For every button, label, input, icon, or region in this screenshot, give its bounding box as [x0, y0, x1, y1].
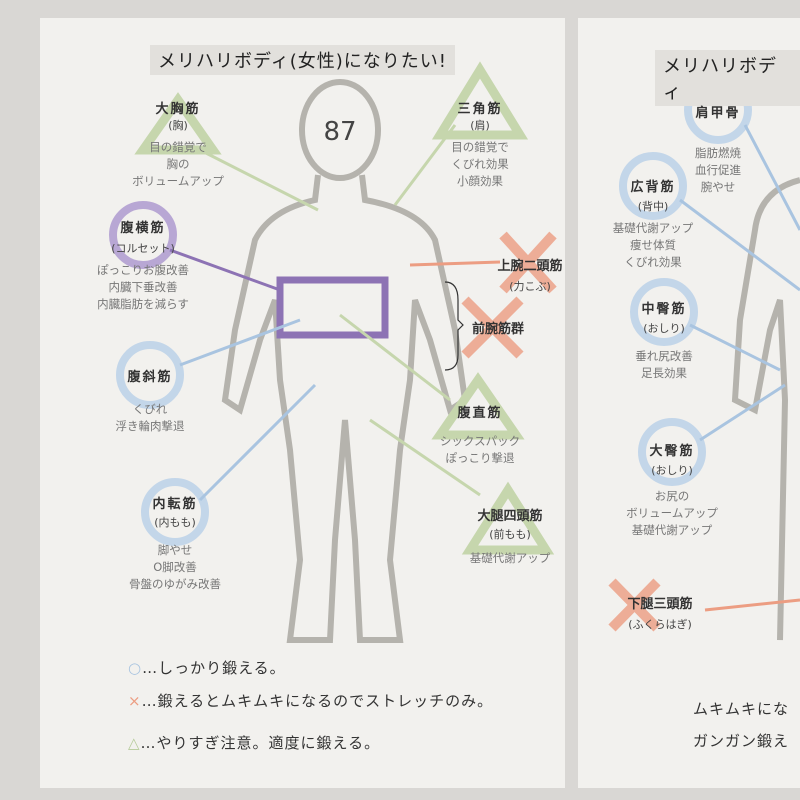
desc: くびれ: [132, 402, 168, 416]
muscle-name: 腹斜筋: [127, 370, 173, 385]
legend-circle: ○…しっかり鍛える。: [128, 657, 286, 678]
muscle-sub: (力こぶ): [509, 280, 551, 293]
body-figure: [221, 79, 469, 643]
desc: 脚やせ: [157, 543, 193, 557]
muscle-name: 腹横筋: [120, 221, 166, 236]
muscle-name: 上腕二頭筋: [497, 259, 563, 274]
triangle-icon: [134, 92, 222, 155]
muscle-sub: (胸): [168, 119, 188, 132]
muscle-sub: (背中): [637, 200, 669, 213]
cross-icon: [461, 231, 661, 632]
label-oblique: 腹斜筋 くびれ浮き輪肉撃退: [90, 366, 210, 435]
muscle-name: 大腿四頭筋: [477, 509, 543, 524]
label-gluteus-medius: 中臀筋 (おしり) 垂れ尻改善足長効果: [614, 298, 714, 382]
desc: 浮き輪肉撃退: [115, 419, 185, 433]
desc: 基礎代謝アップ: [631, 523, 713, 537]
page-title: メリハリボディ(女性)になりたい!: [150, 45, 455, 75]
circle-icon: [619, 152, 687, 220]
muscle-name: 下腿三頭筋: [627, 597, 693, 612]
right-page-title: メリハリボディ: [655, 50, 800, 106]
muscle-sub: (肩): [470, 119, 490, 132]
bracket: [444, 281, 464, 371]
circle-icon: ○: [128, 659, 143, 677]
muscle-name: 大胸筋: [155, 102, 201, 117]
label-adductor: 内転筋 (内もも) 脚やせ O脚改善骨盤のゆがみ改善: [115, 493, 235, 593]
label-forearm: 前腕筋群: [458, 318, 538, 337]
desc: シックスパック: [439, 434, 521, 448]
circle-icon: [630, 278, 698, 346]
label-pectoralis: 大胸筋 (胸) 目の錯覚で胸のボリュームアップ: [118, 98, 238, 190]
desc: ぽっこり撃退: [445, 451, 515, 465]
desc: 小顔効果: [457, 174, 503, 188]
muscle-sub: (おしり): [651, 464, 693, 477]
triangle-icon: [431, 372, 525, 440]
desc: 骨盤のゆがみ改善: [129, 577, 221, 591]
muscle-name: 広背筋: [630, 180, 676, 195]
desc: ボリュームアップ: [132, 174, 224, 188]
muscle-sub: (コルセット): [111, 242, 175, 255]
circle-icon: [638, 418, 706, 486]
muscle-sub: (おしり): [643, 322, 685, 335]
desc: 基礎代謝アップ: [469, 551, 551, 565]
muscle-sub: (内もも): [154, 516, 196, 529]
label-transversus: 腹横筋 (コルセット) ぽっこりお腹改善内臓下垂改善内臓脂肪を減らす: [83, 217, 203, 313]
desc: 血行促進: [695, 163, 741, 177]
label-gluteus-maximus: 大臀筋 (おしり) お尻のボリュームアップ基礎代謝アップ: [612, 440, 732, 539]
desc: 垂れ尻改善: [635, 349, 693, 363]
desc: 目の錯覚で: [149, 140, 207, 154]
legend-cross: ×…鍛えるとムキムキになるのでストレッチのみ。: [128, 690, 493, 711]
legend-text: …やりすぎ注意。適度に鍛える。: [140, 734, 381, 752]
desc: くびれ効果: [624, 255, 682, 269]
muscle-sub: (前もも): [489, 528, 531, 541]
desc: 脂肪燃焼: [695, 146, 741, 160]
muscle-name: 前腕筋群: [471, 322, 524, 337]
desc: ぽっこりお腹改善: [97, 263, 189, 277]
desc: 内臓下垂改善: [108, 280, 178, 294]
label-quadriceps: 大腿四頭筋 (前もも) 基礎代謝アップ: [460, 505, 560, 567]
desc: 腕やせ: [700, 180, 736, 194]
muscle-name: 三角筋: [457, 102, 503, 117]
desc: 内臓脂肪を減らす: [97, 297, 189, 311]
legend-text: …鍛えるとムキムキになるのでストレッチのみ。: [141, 692, 494, 710]
legend-triangle: △…やりすぎ注意。適度に鍛える。: [128, 732, 380, 753]
label-deltoid: 三角筋 (肩) 目の錯覚でくびれ効果小顔効果: [420, 98, 540, 190]
triangle-icon: △: [128, 734, 141, 752]
desc: 足長効果: [641, 366, 687, 380]
label-triceps-surae: 下腿三頭筋 (ふくらはぎ): [605, 593, 715, 632]
muscle-name: 肩甲骨: [695, 106, 741, 121]
triangle-icon: [461, 481, 555, 555]
right-body-figure: [731, 177, 800, 641]
desc: お尻の: [654, 489, 690, 503]
desc: 胸の: [166, 157, 190, 171]
figure-number: 87: [323, 117, 356, 147]
arrows: [169, 124, 800, 612]
desc: 基礎代謝アップ: [612, 221, 694, 235]
label-scapula: 肩甲骨 脂肪燃焼血行促進腕やせ: [668, 102, 768, 196]
circle-icon: [116, 341, 184, 409]
muscle-sub: (ふくらはぎ): [628, 618, 692, 631]
muscle-name: 中臀筋: [641, 302, 687, 317]
label-biceps: 上腕二頭筋 (力こぶ): [480, 255, 580, 294]
cross-icon: ×: [128, 692, 142, 710]
right-footer-line: ガンガン鍛え: [693, 732, 790, 750]
triangle-icon: [431, 61, 529, 140]
legend-text: …しっかり鍛える。: [142, 659, 286, 677]
circle-icon: [141, 478, 209, 546]
label-latissimus: 広背筋 (背中) 基礎代謝アップ痩せ体質くびれ効果: [593, 176, 713, 271]
desc: 痩せ体質: [630, 238, 676, 252]
muscle-name: 内転筋: [152, 497, 198, 512]
desc: くびれ効果: [451, 157, 509, 171]
right-footer-line: ムキムキにな: [693, 700, 790, 718]
corset-box: [276, 276, 389, 339]
right-page: [578, 18, 800, 788]
desc: ボリュームアップ: [626, 506, 718, 520]
circle-icon: [109, 201, 177, 269]
desc: O脚改善: [153, 560, 197, 574]
label-rectus: 腹直筋 シックスパックぽっこり撃退: [430, 402, 530, 467]
muscle-name: 腹直筋: [457, 406, 503, 421]
muscle-name: 大臀筋: [649, 444, 695, 459]
desc: 目の錯覚で: [451, 140, 509, 154]
